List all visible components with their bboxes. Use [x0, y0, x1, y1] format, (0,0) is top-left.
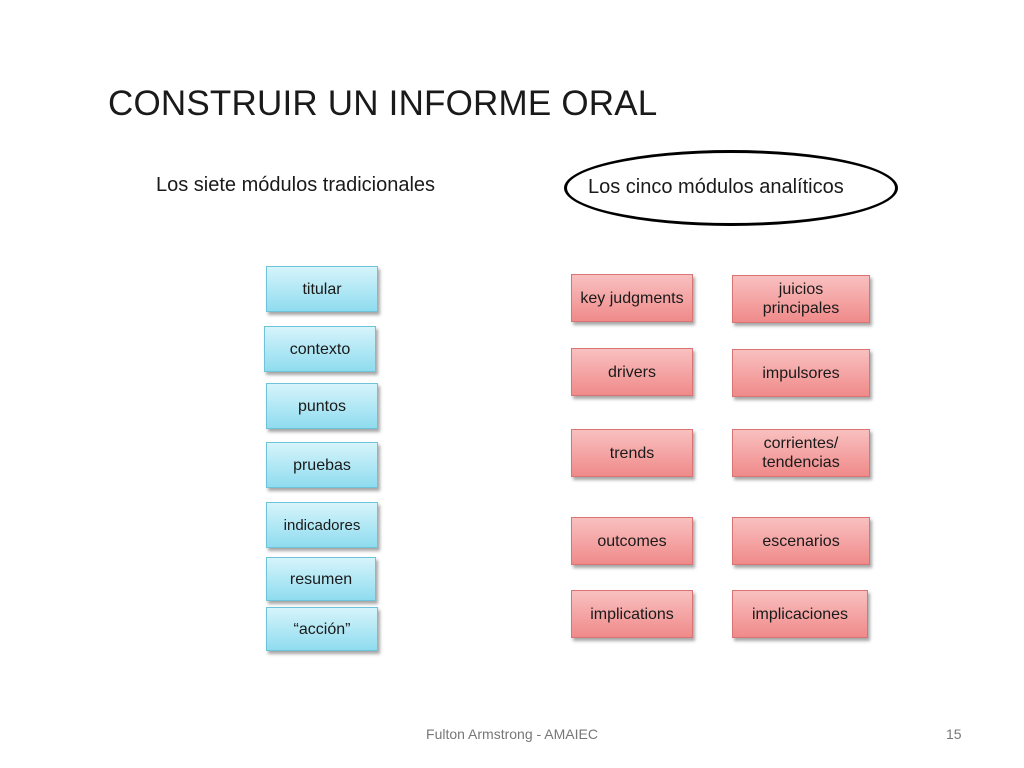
analytic-module-en: drivers [571, 348, 693, 396]
slide-title: CONSTRUIR UN INFORME ORAL [108, 84, 658, 123]
page-number: 15 [946, 726, 962, 742]
analytic-module-es: juicios principales [732, 275, 870, 323]
traditional-modules-heading: Los siete módulos tradicionales [156, 174, 436, 196]
analytic-module-en: implications [571, 590, 693, 638]
highlight-ellipse [564, 150, 898, 226]
traditional-module: contexto [264, 326, 376, 372]
analytic-module-es: corrientes/ tendencias [732, 429, 870, 477]
analytic-module-es: impulsores [732, 349, 870, 397]
analytic-module-en: trends [571, 429, 693, 477]
traditional-module: pruebas [266, 442, 378, 488]
analytic-modules-heading: Los cinco módulos analíticos [588, 176, 844, 198]
traditional-module: puntos [266, 383, 378, 429]
analytic-module-es: escenarios [732, 517, 870, 565]
traditional-module: “acción” [266, 607, 378, 651]
analytic-module-es: implicaciones [732, 590, 868, 638]
traditional-module: titular [266, 266, 378, 312]
traditional-module: resumen [266, 557, 376, 601]
analytic-module-en: outcomes [571, 517, 693, 565]
analytic-module-en: key judgments [571, 274, 693, 322]
footer-author: Fulton Armstrong - AMAIEC [426, 726, 598, 742]
traditional-module: indicadores [266, 502, 378, 548]
